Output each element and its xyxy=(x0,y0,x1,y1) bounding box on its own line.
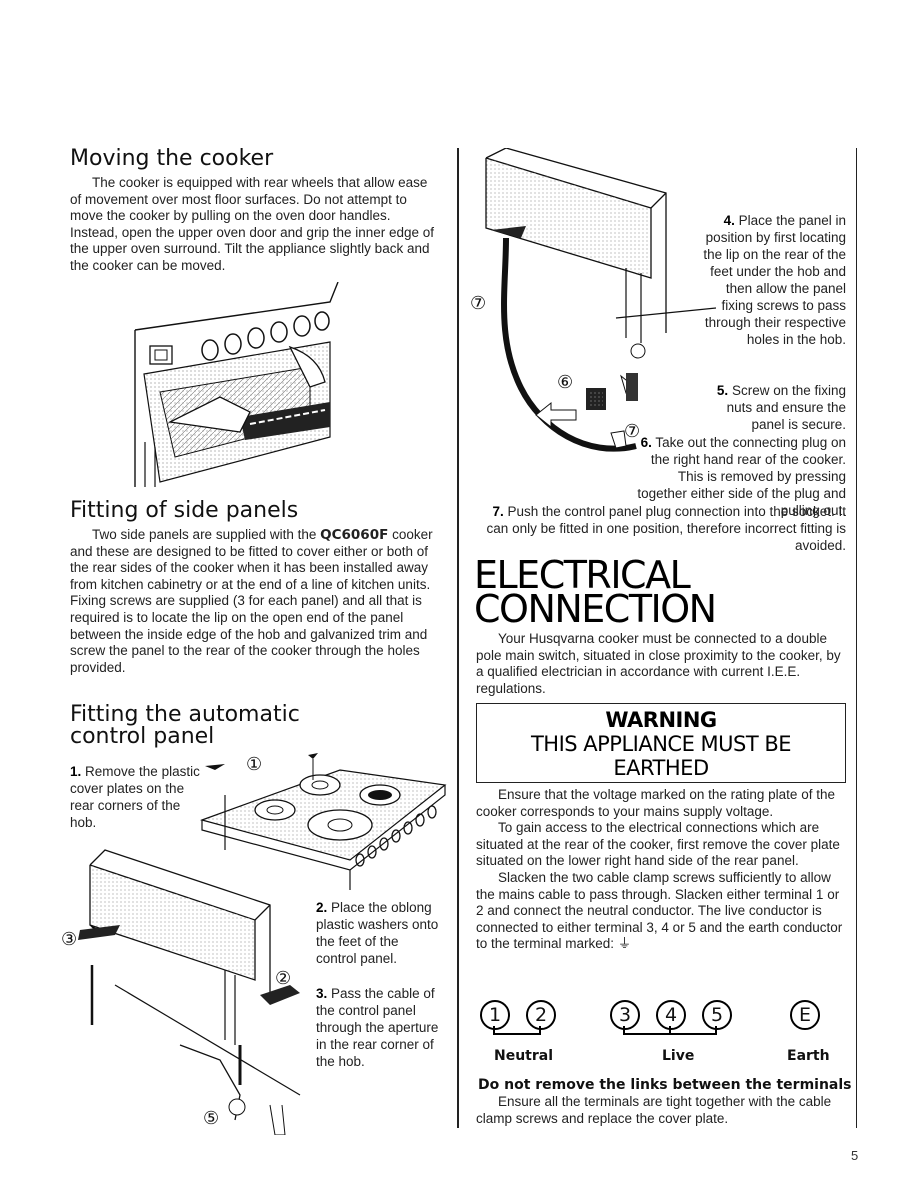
page-number: 5 xyxy=(851,1148,859,1163)
electrical-heading-1: ELECTRICAL xyxy=(474,553,691,597)
final-paragraph: Ensure all the terminals are tight toget… xyxy=(476,1094,846,1127)
step-6-text: Take out the connecting plug on the righ… xyxy=(637,435,846,518)
terminal-4: 4 xyxy=(656,1000,686,1030)
electrical-body: Ensure that the voltage marked on the ra… xyxy=(476,787,846,953)
section-heading-moving: Moving the cooker xyxy=(70,146,274,171)
callout-7-top: ⑦ xyxy=(470,293,487,313)
callout-1: ① xyxy=(246,754,263,774)
callout-6: ⑥ xyxy=(557,372,574,392)
electrical-para-2: To gain access to the electrical connect… xyxy=(476,820,840,869)
terminal-2: 2 xyxy=(526,1000,556,1030)
step-5: 5. Screw on the fixing nuts and ensure t… xyxy=(690,382,846,433)
step-4-number: 4. xyxy=(723,213,735,228)
electrical-intro: Your Husqvarna cooker must be connected … xyxy=(476,631,846,697)
label-live: Live xyxy=(662,1048,695,1064)
warning-line-2: THIS APPLIANCE MUST BE xyxy=(530,732,792,756)
label-earth: Earth xyxy=(787,1048,830,1064)
step-3-text: Pass the cable of the control panel thro… xyxy=(316,986,439,1069)
step-2-number: 2. xyxy=(316,900,328,915)
callout-3: ③ xyxy=(61,929,78,949)
step-6: 6. Take out the connecting plug on the r… xyxy=(476,434,846,519)
side-panels-text-post: cooker and these are designed to be fitt… xyxy=(70,527,433,675)
step-1-text: Remove the plastic cover plates on the r… xyxy=(70,764,200,830)
control-panel-illustration xyxy=(78,849,301,1135)
final-text: Ensure all the terminals are tight toget… xyxy=(476,1094,832,1126)
step-4-text: Place the panel in position by first loc… xyxy=(703,213,846,347)
step-3: 3. Pass the cable of the control panel t… xyxy=(316,985,440,1070)
step-4: 4. Place the panel in position by first … xyxy=(700,212,846,348)
electrical-para-1: Ensure that the voltage marked on the ra… xyxy=(476,787,835,819)
section-heading-side-panels: Fitting of side panels xyxy=(70,498,299,523)
step-2-text: Place the oblong plastic washers onto th… xyxy=(316,900,439,966)
section-heading-control-panel-1: Fitting the automatic xyxy=(70,702,300,727)
callout-2: ② xyxy=(275,968,292,988)
moving-text: The cooker is equipped with rear wheels … xyxy=(70,175,435,273)
terminal-5: 5 xyxy=(702,1000,732,1030)
warning-title: WARNING xyxy=(605,708,717,732)
hob-illustration xyxy=(200,753,447,890)
step-3-number: 3. xyxy=(316,986,328,1001)
terminal-1: 1 xyxy=(480,1000,510,1030)
control-panel-plug-illustration xyxy=(485,148,716,452)
callout-5: ⑤ xyxy=(203,1108,220,1128)
step-1-number: 1. xyxy=(70,764,82,779)
column-divider xyxy=(457,148,459,1128)
step-7: 7. Push the control panel plug connectio… xyxy=(476,503,846,554)
moving-cooker-illustration xyxy=(134,282,339,487)
step-7-number: 7. xyxy=(492,504,504,519)
links-warning: Do not remove the links between the term… xyxy=(478,1077,852,1093)
terminal-earth: E xyxy=(790,1000,820,1030)
terminal-3: 3 xyxy=(610,1000,640,1030)
warning-line-3: EARTHED xyxy=(613,756,709,780)
side-panels-text-pre: Two side panels are supplied with the xyxy=(92,527,321,542)
warning-box: WARNING THIS APPLIANCE MUST BE EARTHED xyxy=(476,703,846,783)
section-heading-control-panel-2: control panel xyxy=(70,724,215,749)
electrical-para-3: Slacken the two cable clamp screws suffi… xyxy=(476,869,843,952)
electrical-intro-text: Your Husqvarna cooker must be connected … xyxy=(476,631,841,696)
step-5-number: 5. xyxy=(716,383,729,398)
callout-7-bottom: ⑦ xyxy=(624,421,641,441)
step-2: 2. Place the oblong plastic washers onto… xyxy=(316,899,440,967)
step-5-text: Screw on the fixing nuts and ensure the … xyxy=(726,383,846,432)
moving-paragraph: The cooker is equipped with rear wheels … xyxy=(70,175,442,275)
electrical-heading-2: CONNECTION xyxy=(474,587,717,631)
step-1: 1. Remove the plastic cover plates on th… xyxy=(70,763,200,831)
model-number: QC6060F xyxy=(320,527,389,543)
step-7-text: Push the control panel plug connection i… xyxy=(486,504,846,553)
terminal-diagram: 1 2 3 4 5 E Neutral Live Earth xyxy=(476,998,846,1068)
label-neutral: Neutral xyxy=(494,1048,554,1064)
step-6-number: 6. xyxy=(640,435,652,450)
side-panels-paragraph: Two side panels are supplied with the QC… xyxy=(70,527,442,676)
right-margin-rule xyxy=(856,148,857,1128)
